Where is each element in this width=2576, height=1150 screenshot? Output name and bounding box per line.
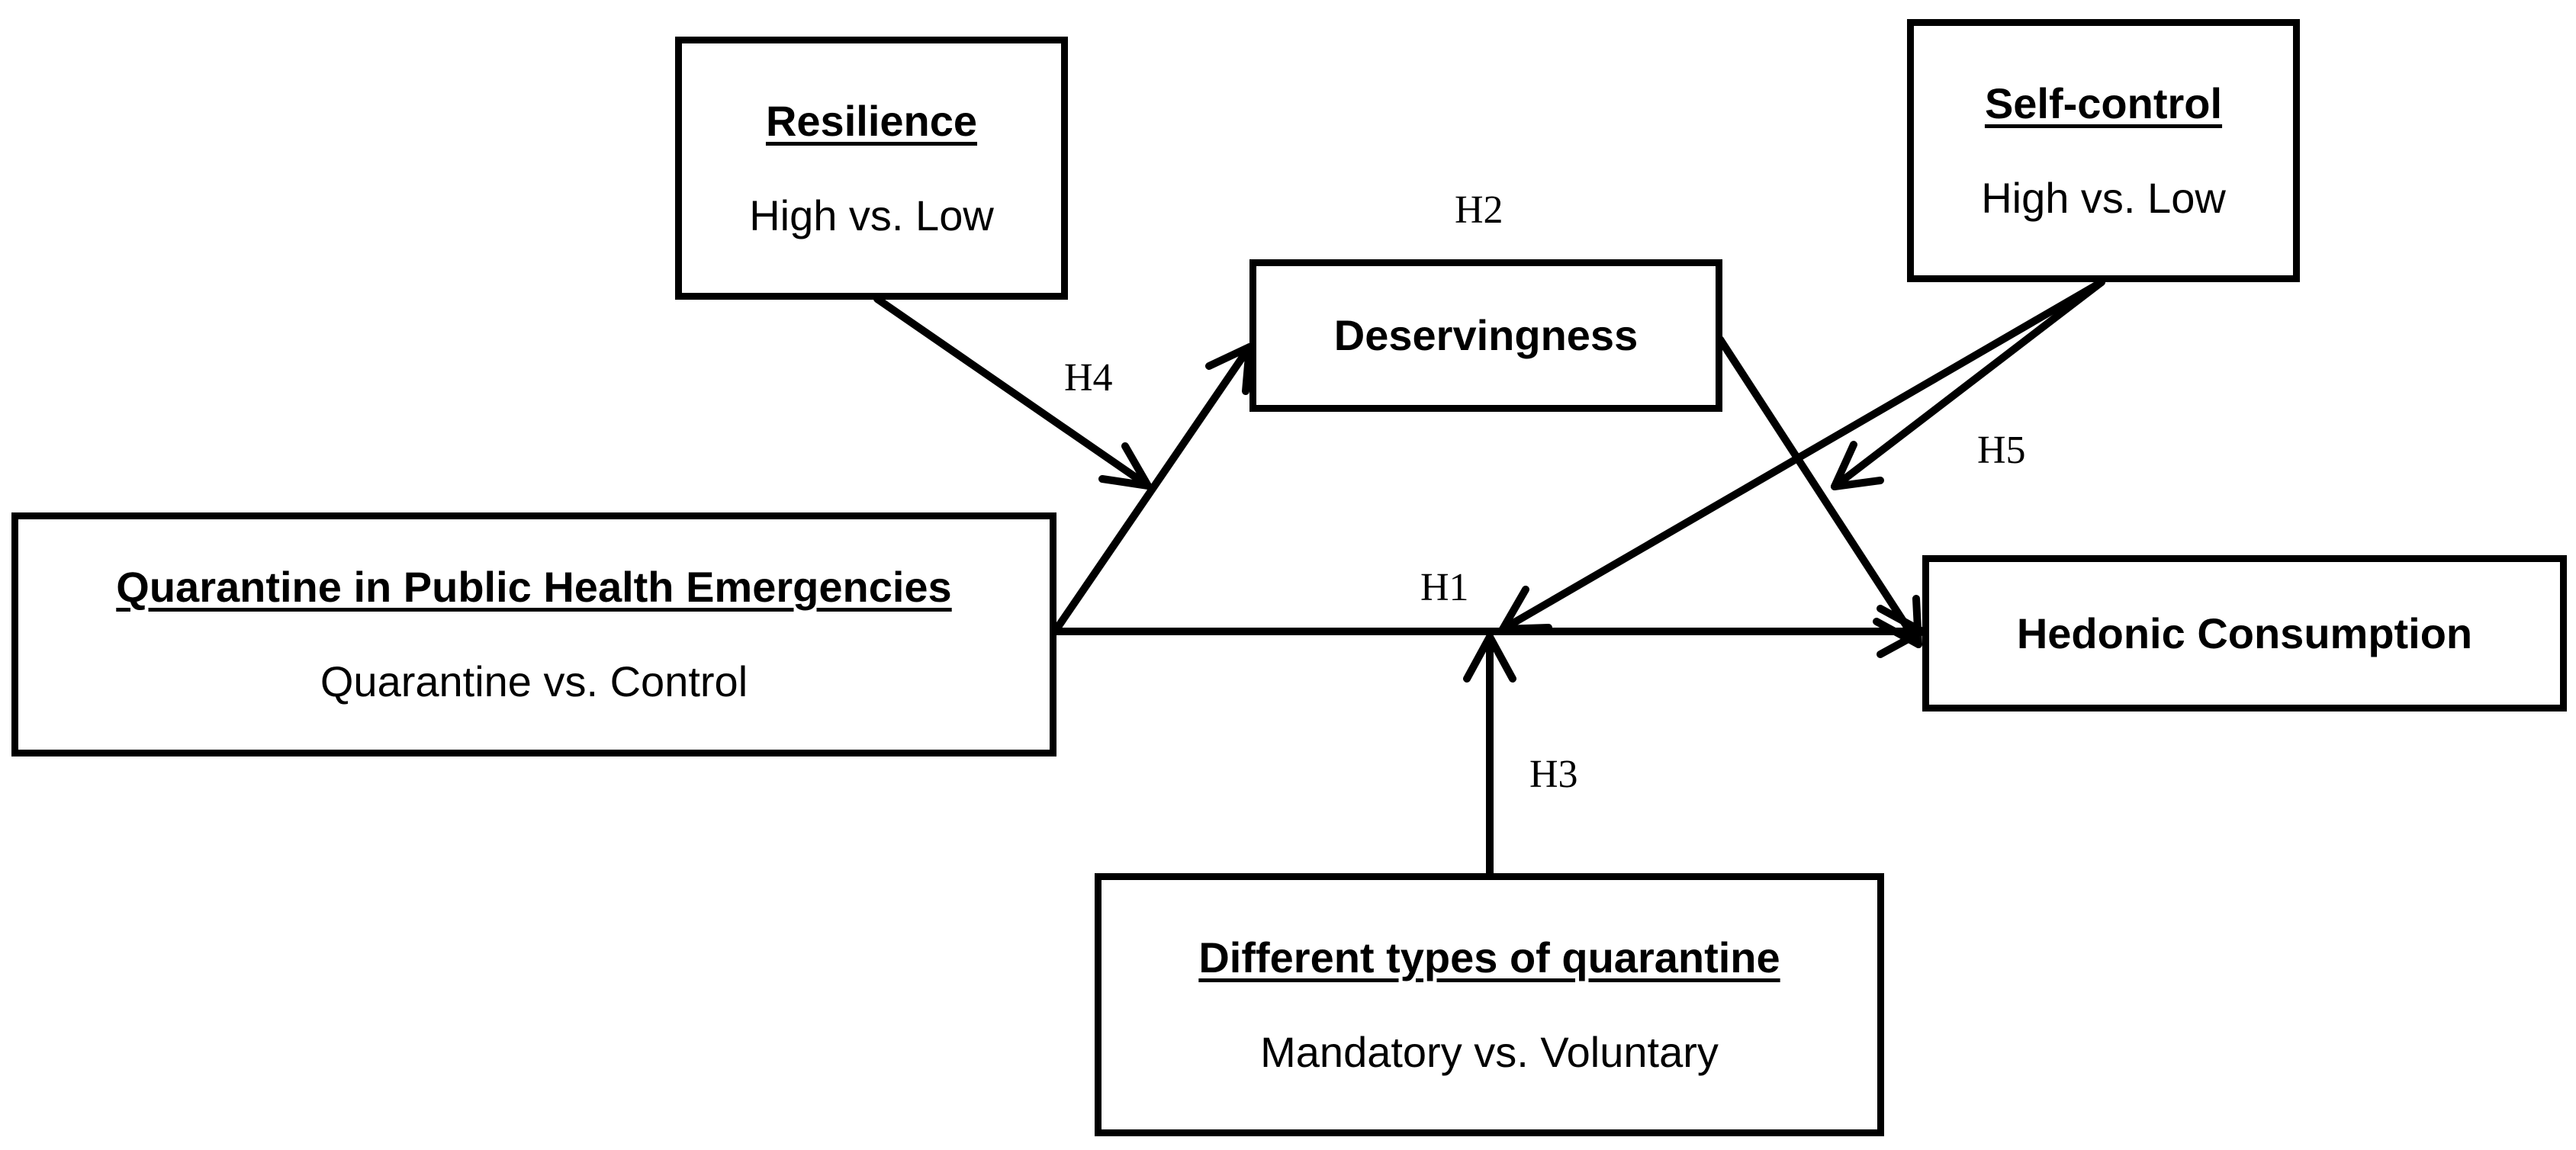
deservingness-title: Deservingness: [1333, 311, 1639, 360]
hedonic-consumption-box: Hedonic Consumption: [1922, 555, 2567, 712]
arrowhead-deservingness: [1205, 343, 1253, 395]
arrow-deservingness-to-hedonic: [1716, 336, 1922, 648]
arrowhead-types: [1463, 633, 1516, 683]
hypothesis-label-h3: H3: [1529, 753, 1578, 796]
quarantine-box: Quarantine in Public Health Emergencies …: [11, 512, 1056, 756]
self-control-subtitle: High vs. Low: [1981, 173, 2226, 222]
types-of-quarantine-box: Different types of quarantine Mandatory …: [1095, 873, 1884, 1136]
types-of-quarantine-subtitle: Mandatory vs. Voluntary: [1260, 1027, 1719, 1076]
types-of-quarantine-title: Different types of quarantine: [1198, 933, 1780, 981]
resilience-subtitle: High vs. Low: [749, 191, 994, 239]
arrowhead-resilience: [1098, 442, 1152, 490]
arrow-selfcontrol-moderation-b: [1831, 278, 2105, 490]
self-control-box: Self-control High vs. Low: [1907, 19, 2300, 282]
hypothesis-label-h4: H4: [1064, 356, 1113, 400]
self-control-title: Self-control: [1984, 79, 2223, 127]
quarantine-subtitle: Quarantine vs. Control: [320, 657, 748, 705]
arrow-resilience-moderation: [873, 295, 1152, 490]
arrowhead-selfcontrol-direct: [1499, 586, 1552, 633]
hypothesis-label-h5: H5: [1977, 429, 2026, 472]
quarantine-title: Quarantine in Public Health Emergencies: [116, 563, 952, 612]
hypothesis-label-h1: H1: [1420, 566, 1469, 609]
arrow-selfcontrol-moderation-direct: [1499, 278, 2105, 633]
deservingness-box: Deservingness: [1249, 259, 1722, 412]
hedonic-consumption-title: Hedonic Consumption: [2016, 609, 2473, 657]
arrow-quarantine-to-deservingness: [1053, 343, 1253, 633]
resilience-box: Resilience High vs. Low: [675, 37, 1068, 300]
arrowhead-selfcontrol-b: [1831, 441, 1884, 490]
hypothesis-label-h2: H2: [1455, 188, 1503, 232]
resilience-title: Resilience: [765, 96, 978, 145]
